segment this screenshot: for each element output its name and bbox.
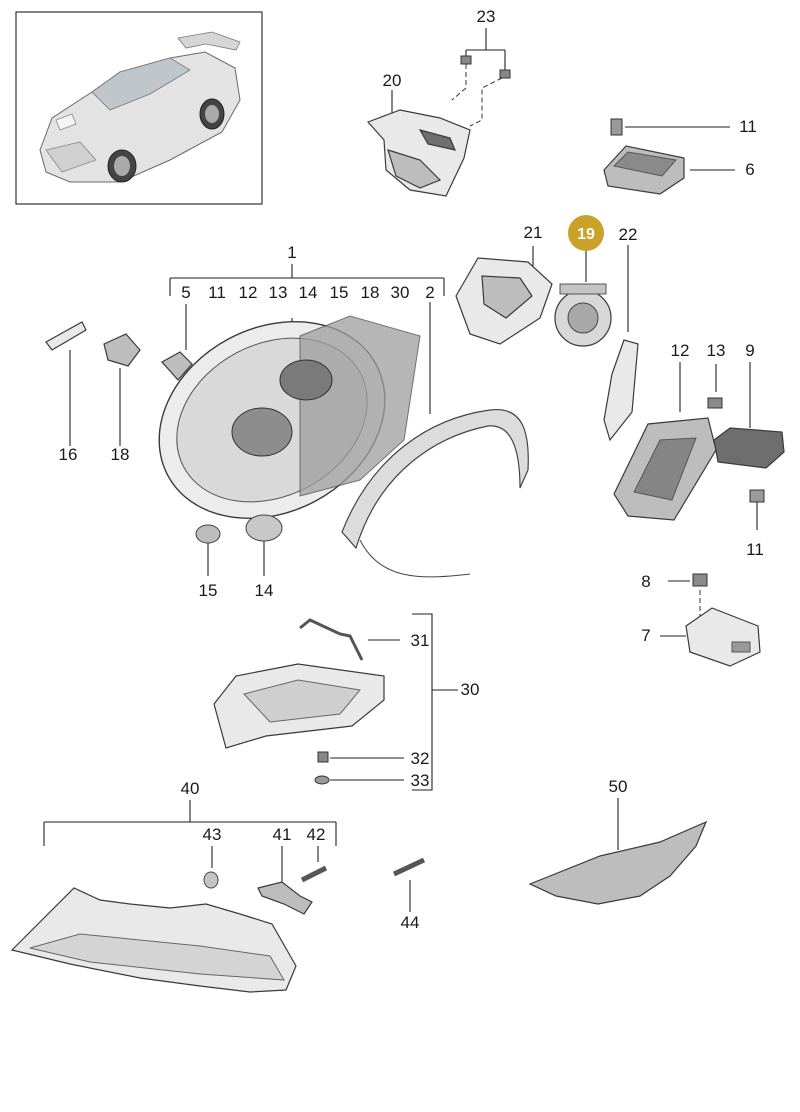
callout-32[interactable]: 32	[411, 749, 430, 768]
callout-44[interactable]: 44	[401, 913, 420, 932]
callout-41[interactable]: 41	[273, 825, 292, 844]
part-50-side-marker[interactable]	[528, 798, 708, 905]
part-31-rod[interactable]	[299, 618, 400, 661]
callout-14[interactable]: 14	[255, 581, 274, 600]
part-41-bracket[interactable]	[257, 846, 313, 915]
callout-50[interactable]: 50	[609, 777, 628, 796]
group-40-bracket	[43, 800, 337, 846]
callout-11-group[interactable]: 11	[208, 283, 226, 302]
part-6-control-module[interactable]	[603, 145, 735, 195]
callout-13-group[interactable]: 13	[269, 283, 288, 302]
screw-icon[interactable]	[460, 55, 511, 79]
callout-43[interactable]: 43	[203, 825, 222, 844]
callout-8[interactable]: 8	[641, 572, 650, 591]
part-15-cap[interactable]	[195, 524, 221, 576]
part-18-cap[interactable]	[103, 333, 141, 446]
part-44-screw[interactable]	[392, 857, 426, 912]
part-20-bracket[interactable]	[366, 90, 471, 197]
callout-18[interactable]: 18	[111, 445, 130, 464]
callout-labels: 23 20 11 6 21 19 22 1 5 11 12 13 14 15 1…	[59, 7, 764, 932]
callout-30-group[interactable]: 30	[391, 283, 410, 302]
part-2-seal[interactable]	[341, 302, 529, 578]
callout-22[interactable]: 22	[619, 225, 638, 244]
callout-1[interactable]: 1	[287, 243, 296, 262]
callout-14-group[interactable]: 14	[299, 283, 318, 302]
part-11-screw-top[interactable]	[610, 118, 730, 136]
part-14-cover[interactable]	[245, 514, 283, 576]
callout-16[interactable]: 16	[59, 445, 78, 464]
part-42-screw[interactable]	[300, 846, 328, 883]
part-16-clip[interactable]	[45, 321, 87, 446]
callout-21[interactable]: 21	[524, 223, 543, 242]
part-1-headlight[interactable]	[125, 283, 421, 556]
group-30-bracket	[412, 613, 458, 791]
callout-15[interactable]: 15	[199, 581, 218, 600]
callout-2[interactable]: 2	[425, 283, 434, 302]
callout-42[interactable]: 42	[307, 825, 326, 844]
callout-9[interactable]: 9	[745, 341, 754, 360]
part-5-bulb[interactable]	[161, 304, 193, 381]
group-1-bracket	[169, 264, 445, 296]
part-19-actuator[interactable]	[554, 250, 612, 347]
callout-11-top[interactable]: 11	[739, 117, 757, 136]
vehicle-thumbnail	[15, 11, 263, 205]
callout-30[interactable]: 30	[461, 680, 480, 699]
part-9-ballast[interactable]	[713, 362, 785, 469]
callout-40[interactable]: 40	[181, 779, 200, 798]
callout-11-right[interactable]: 11	[746, 540, 764, 559]
callout-33[interactable]: 33	[411, 771, 430, 790]
car-illustration	[39, 31, 241, 183]
part-43-grommet[interactable]	[203, 846, 219, 889]
callout-13[interactable]: 13	[707, 341, 726, 360]
callout-5[interactable]: 5	[181, 283, 190, 302]
part-40-daytime-light[interactable]	[10, 887, 297, 993]
part-8-nut[interactable]	[668, 573, 708, 620]
part-13-screw[interactable]	[707, 364, 723, 409]
selected-marker[interactable]	[568, 215, 604, 251]
callout-12-group[interactable]: 12	[239, 283, 258, 302]
callout-23[interactable]: 23	[477, 7, 496, 26]
part-22-strip[interactable]	[603, 245, 639, 442]
part-33-washer[interactable]	[314, 775, 404, 785]
part-32-screw[interactable]	[317, 751, 404, 763]
callout-19[interactable]: 19	[577, 226, 595, 243]
part-11-screw-right[interactable]	[749, 489, 765, 530]
callout-6[interactable]: 6	[745, 160, 754, 179]
callout-7[interactable]: 7	[641, 626, 650, 645]
callout-18-group[interactable]: 18	[361, 283, 380, 302]
callout-31[interactable]: 31	[411, 631, 430, 650]
callout-12[interactable]: 12	[671, 341, 690, 360]
part-30-leveling-tray[interactable]	[213, 663, 385, 749]
part-21-frame[interactable]	[455, 246, 553, 345]
callout-15-group[interactable]: 15	[330, 283, 349, 302]
callout-20[interactable]: 20	[383, 71, 402, 90]
group-23-screws	[451, 28, 511, 127]
part-7-control-unit[interactable]	[660, 607, 761, 667]
